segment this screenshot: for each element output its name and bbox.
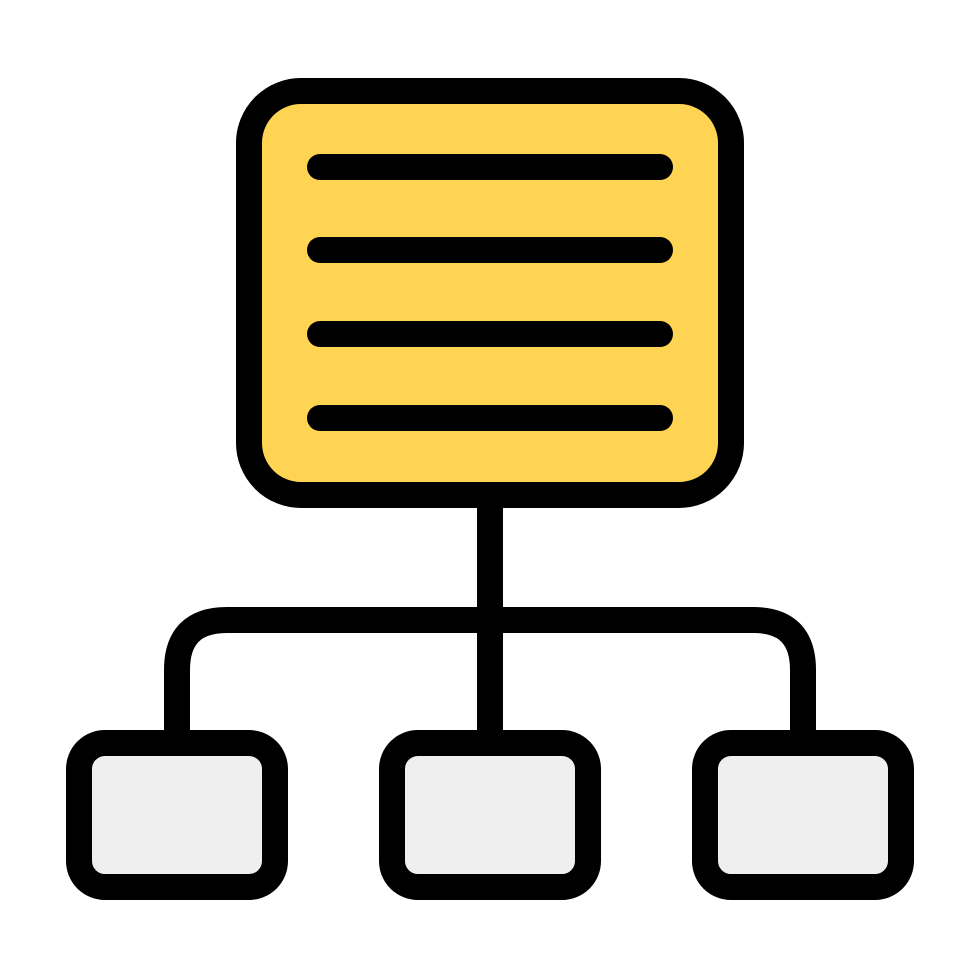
child-nodes bbox=[66, 730, 914, 900]
branch-line bbox=[164, 607, 816, 748]
child-box-right bbox=[692, 730, 914, 900]
document-lines bbox=[307, 154, 673, 431]
connector-lines bbox=[164, 482, 816, 748]
child-box-center bbox=[379, 730, 601, 900]
parent-document-box bbox=[236, 78, 744, 508]
child-box-left bbox=[66, 730, 288, 900]
